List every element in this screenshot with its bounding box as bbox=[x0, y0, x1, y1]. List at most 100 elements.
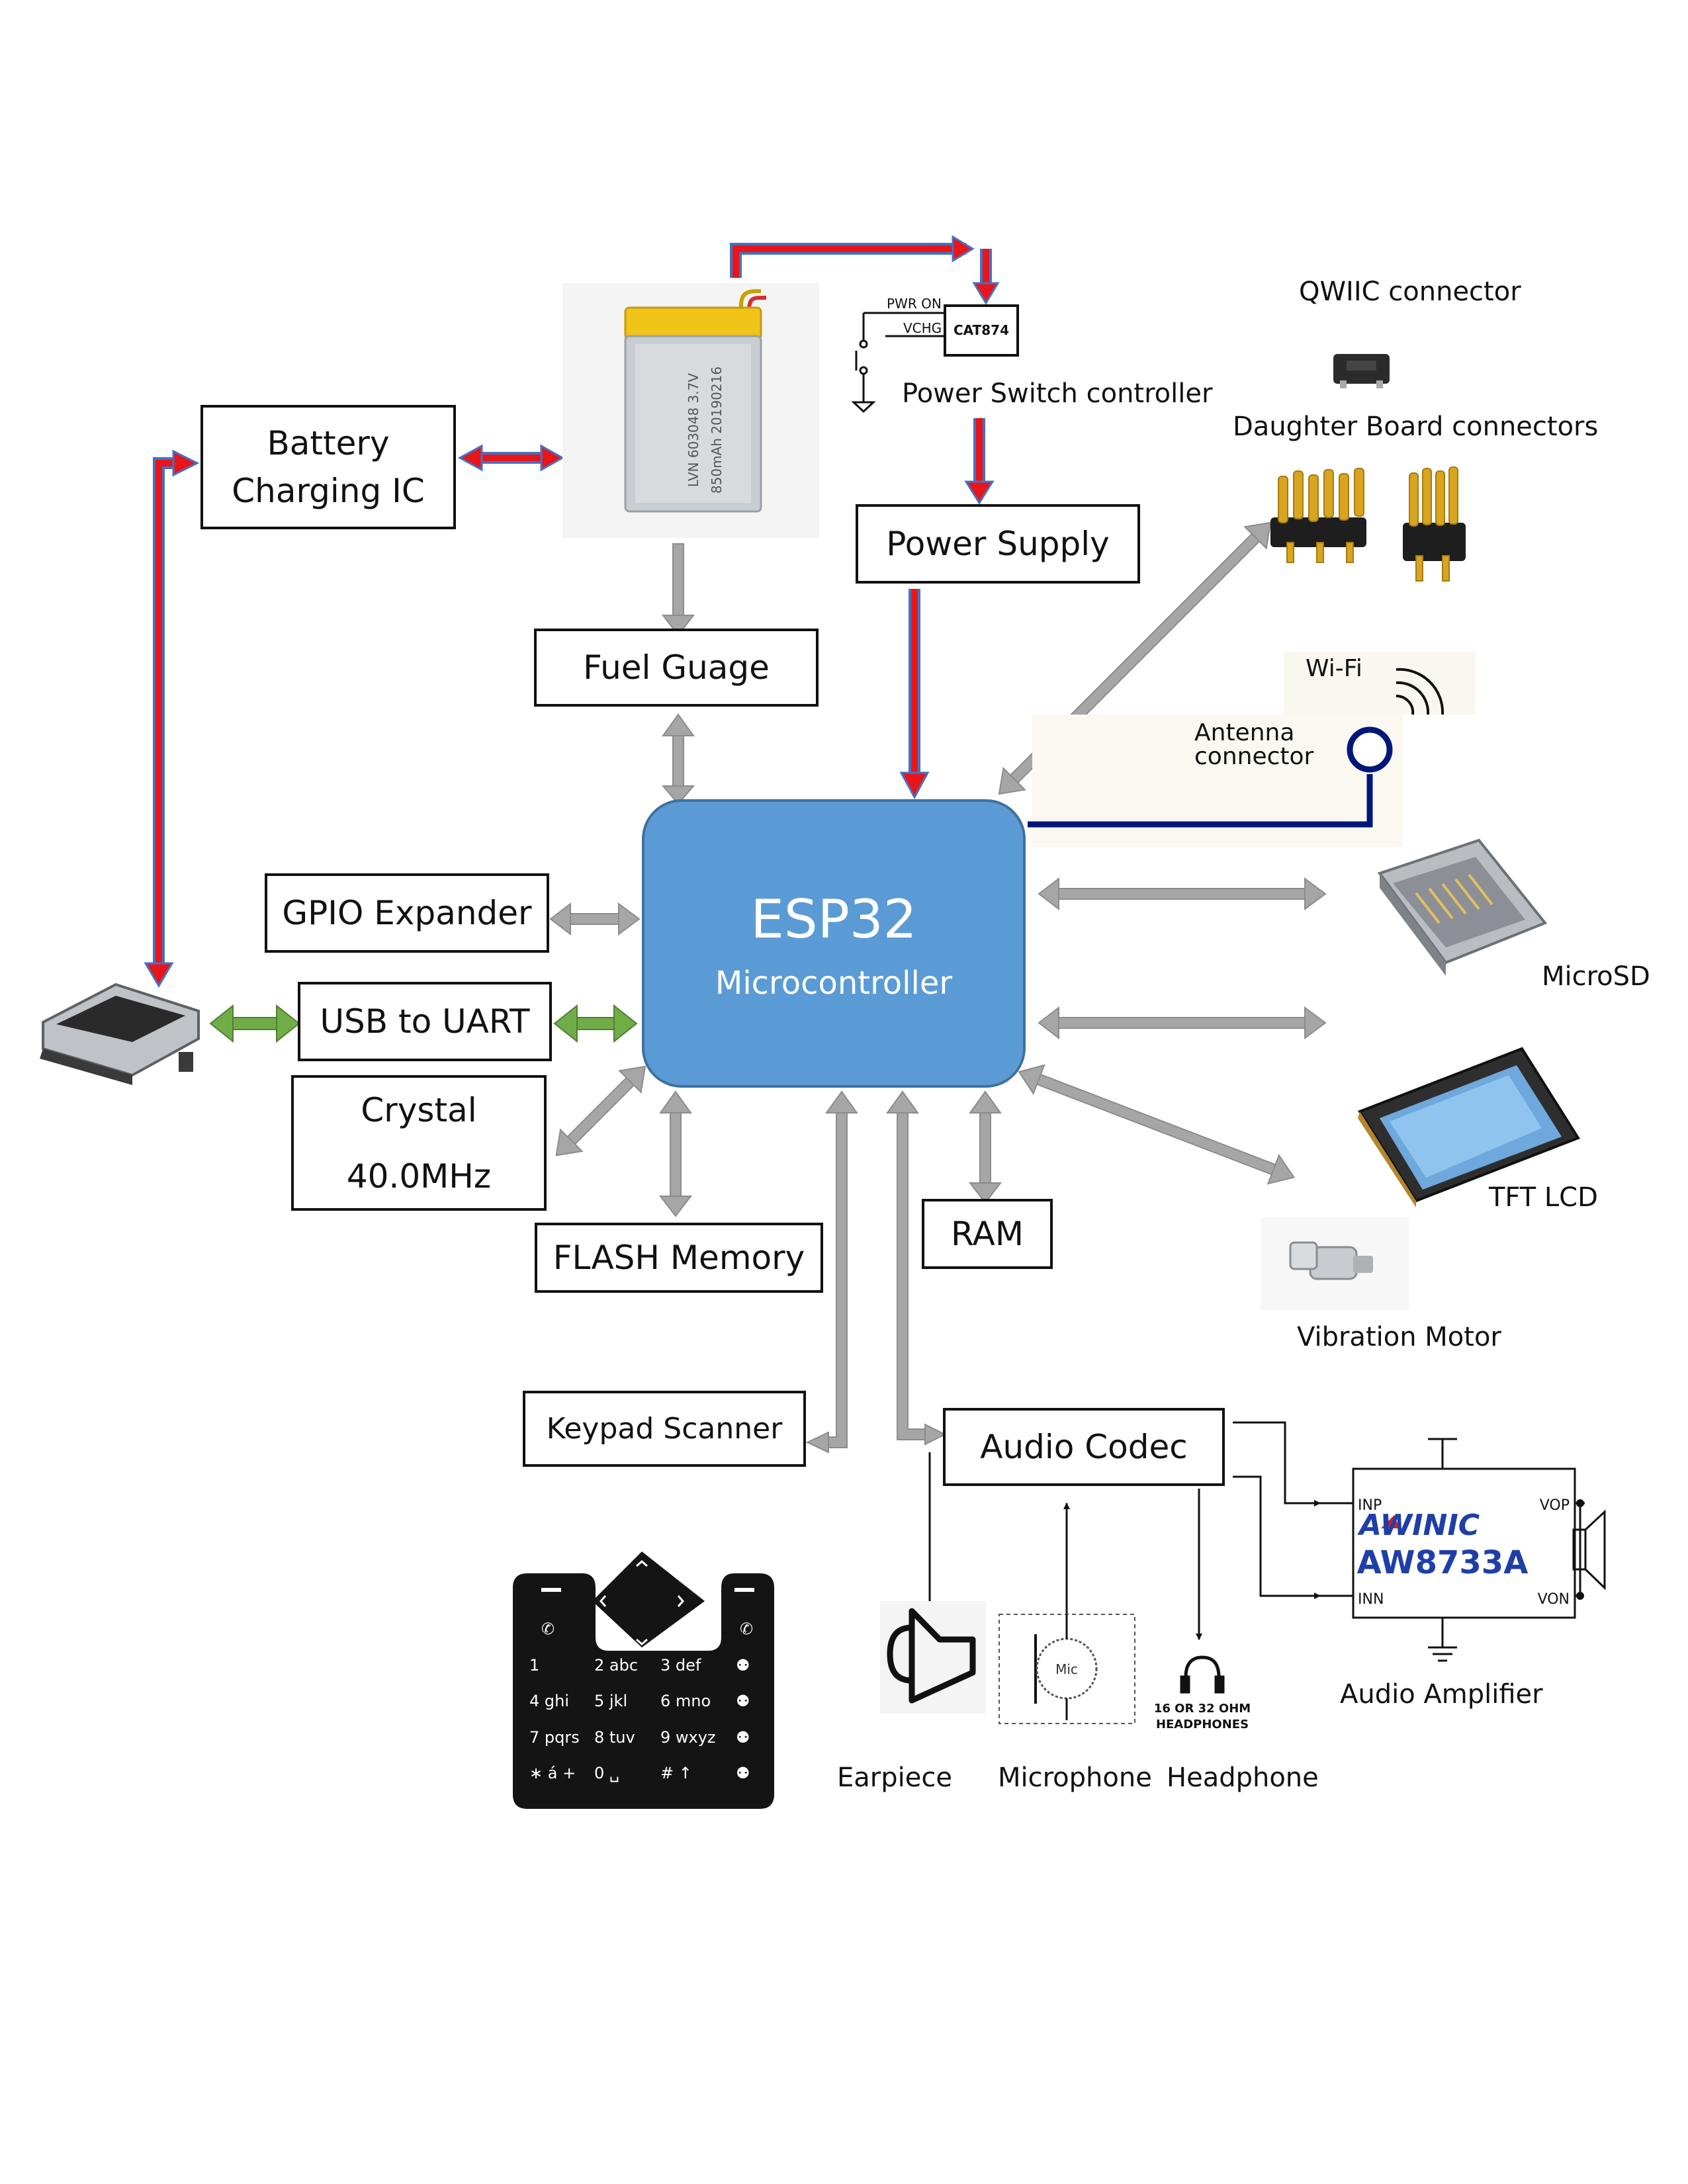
usb-to-uart-block: USB to UART bbox=[298, 982, 552, 1061]
keypad-key: # ↑ bbox=[660, 1764, 692, 1782]
flash-memory-block: FLASH Memory bbox=[535, 1223, 823, 1293]
keypad-key: 4 ghi bbox=[529, 1692, 570, 1710]
audio-amplifier-schematic bbox=[1320, 1438, 1606, 1662]
antenna-connector-icon bbox=[1347, 726, 1393, 773]
power-arrow-battery-charger bbox=[457, 444, 565, 472]
battery-charging-ic-block: Battery Charging IC bbox=[200, 405, 456, 529]
amp-part: AW8733A bbox=[1357, 1544, 1529, 1581]
bus-arrow-mcu-vibration bbox=[1018, 1064, 1296, 1185]
qwiic-connector-image bbox=[1333, 354, 1390, 388]
keypad-key: 6 mno bbox=[660, 1692, 711, 1710]
crystal-frequency: 40.0MHz bbox=[346, 1157, 492, 1196]
keypad-key: 2 abc bbox=[594, 1656, 639, 1675]
flash-memory-label: FLASH Memory bbox=[553, 1239, 805, 1277]
bus-arrow-mcu-crystal bbox=[555, 1065, 646, 1157]
battery-charging-ic-line2: Charging IC bbox=[232, 472, 425, 510]
headphone-label: Headphone bbox=[1167, 1763, 1319, 1793]
wifi-panel bbox=[1284, 652, 1476, 715]
gpio-expander-label: GPIO Expander bbox=[282, 894, 532, 932]
keypad-key: 3 def bbox=[660, 1656, 701, 1675]
vibration-motor-image bbox=[1261, 1217, 1409, 1310]
microsd-label: MicroSD bbox=[1542, 961, 1650, 992]
antenna-trace bbox=[1028, 774, 1373, 828]
keypad-key: ⚉ bbox=[736, 1728, 750, 1747]
end-call-icon: ✆ bbox=[740, 1620, 753, 1638]
fuel-gauge-block: Fuel Guage bbox=[534, 629, 819, 707]
keypad-key: 8 tuv bbox=[594, 1728, 635, 1747]
audio-amplifier-label: Audio Amplifier bbox=[1340, 1679, 1543, 1710]
bus-arrow-mcu-keypad bbox=[826, 1111, 848, 1448]
power-arrow-supply-to-mcu bbox=[899, 589, 930, 800]
vibration-motor-label: Vibration Motor bbox=[1297, 1322, 1501, 1352]
codec-to-amp-inp-line bbox=[1233, 1421, 1321, 1507]
power-switch-schematic bbox=[851, 304, 1019, 414]
call-icon: ✆ bbox=[541, 1620, 555, 1638]
pwr-on-label: PWR ON bbox=[887, 296, 942, 312]
battery-image: LVN 603048 3.7V 850mAh 20190216 bbox=[562, 283, 819, 538]
headphones-print-2: HEADPHONES bbox=[1156, 1718, 1249, 1731]
ram-block: RAM bbox=[922, 1199, 1053, 1269]
bus-arrow-mcu-microsd bbox=[1038, 877, 1327, 911]
tft-lcd-image bbox=[1358, 1047, 1580, 1207]
bus-arrow-fuel-mcu bbox=[661, 713, 695, 805]
keypad-image bbox=[513, 1551, 774, 1809]
amp-pin-vop: VOP bbox=[1540, 1497, 1570, 1514]
power-supply-block: Power Supply bbox=[856, 504, 1140, 584]
amp-brand: AWINIC bbox=[1357, 1508, 1480, 1542]
esp32-microcontroller-block: ESP32 Microcontroller bbox=[642, 799, 1026, 1088]
fuel-gauge-label: Fuel Guage bbox=[583, 648, 770, 687]
power-arrow-switch-to-supply bbox=[964, 418, 995, 505]
daughter-board-label: Daughter Board connectors bbox=[1233, 412, 1599, 442]
amp-pin-inp: INP bbox=[1358, 1497, 1382, 1514]
antenna-connector-label: Antenna connector bbox=[1194, 721, 1313, 769]
keypad-key: 7 pqrs bbox=[529, 1728, 580, 1747]
keypad-key: 9 wxyz bbox=[660, 1728, 716, 1747]
usb-arrow-uart-mcu bbox=[553, 1004, 638, 1043]
qwiic-connector-label: QWIIC connector bbox=[1299, 277, 1521, 307]
bus-arrow-battery-to-fuel bbox=[661, 543, 695, 636]
micro-usb-connector-image bbox=[40, 983, 200, 1085]
power-arrow-battery-to-switch bbox=[730, 243, 992, 283]
power-supply-label: Power Supply bbox=[886, 525, 1110, 563]
usb-arrow-connector-uart bbox=[209, 1004, 300, 1043]
codec-to-amp-inn-line bbox=[1233, 1475, 1321, 1599]
keypad-key: 0 ␣ bbox=[594, 1764, 620, 1782]
bus-arrow-mcu-tft bbox=[1038, 1006, 1327, 1040]
headphones-icon bbox=[1180, 1655, 1225, 1694]
amp-pin-inn: INN bbox=[1358, 1591, 1384, 1608]
keypad-key: ⚉ bbox=[736, 1692, 750, 1710]
crystal-label: Crystal bbox=[361, 1090, 477, 1129]
wifi-label: Wi-Fi bbox=[1306, 655, 1362, 682]
amp-pin-von: VON bbox=[1538, 1591, 1570, 1608]
daughter-board-connectors-image bbox=[1270, 466, 1466, 582]
headphones-print-1: 16 OR 32 OHM bbox=[1154, 1702, 1251, 1716]
bus-arrow-mcu-flash bbox=[658, 1090, 693, 1217]
gpio-expander-block: GPIO Expander bbox=[265, 873, 549, 953]
vchg-label: VCHG bbox=[903, 320, 942, 336]
awinic-logo-mark bbox=[1381, 1515, 1399, 1528]
bus-arrow-mcu-ram bbox=[968, 1090, 1002, 1204]
keypad-key: ⚉ bbox=[736, 1656, 750, 1675]
earpiece-label: Earpiece bbox=[837, 1763, 952, 1793]
mcu-subtitle: Microcontroller bbox=[715, 965, 953, 1002]
audio-codec-block: Audio Codec bbox=[943, 1408, 1225, 1486]
keypad-key: 5 jkl bbox=[594, 1692, 628, 1710]
keypad-scanner-label: Keypad Scanner bbox=[546, 1412, 783, 1446]
microphone-icon bbox=[999, 1614, 1135, 1724]
wifi-icon bbox=[1396, 668, 1444, 715]
bus-arrow-mcu-codec bbox=[897, 1111, 927, 1440]
keypad-key: ⚉ bbox=[736, 1764, 750, 1782]
mcu-name: ESP32 bbox=[750, 889, 917, 950]
antenna-label-line2: connector bbox=[1194, 743, 1314, 770]
ram-label: RAM bbox=[950, 1215, 1024, 1253]
earpiece-icon bbox=[880, 1601, 986, 1714]
microsd-socket-image bbox=[1377, 838, 1548, 976]
usb-to-uart-label: USB to UART bbox=[320, 1002, 530, 1041]
bus-arrow-gpio-mcu bbox=[549, 902, 641, 936]
keypad-key: 1 bbox=[529, 1656, 540, 1675]
audio-codec-label: Audio Codec bbox=[980, 1428, 1188, 1466]
keypad-key: ∗ á + bbox=[529, 1764, 576, 1782]
mic-print: Mic bbox=[1055, 1661, 1078, 1677]
tft-lcd-label: TFT LCD bbox=[1489, 1182, 1598, 1213]
